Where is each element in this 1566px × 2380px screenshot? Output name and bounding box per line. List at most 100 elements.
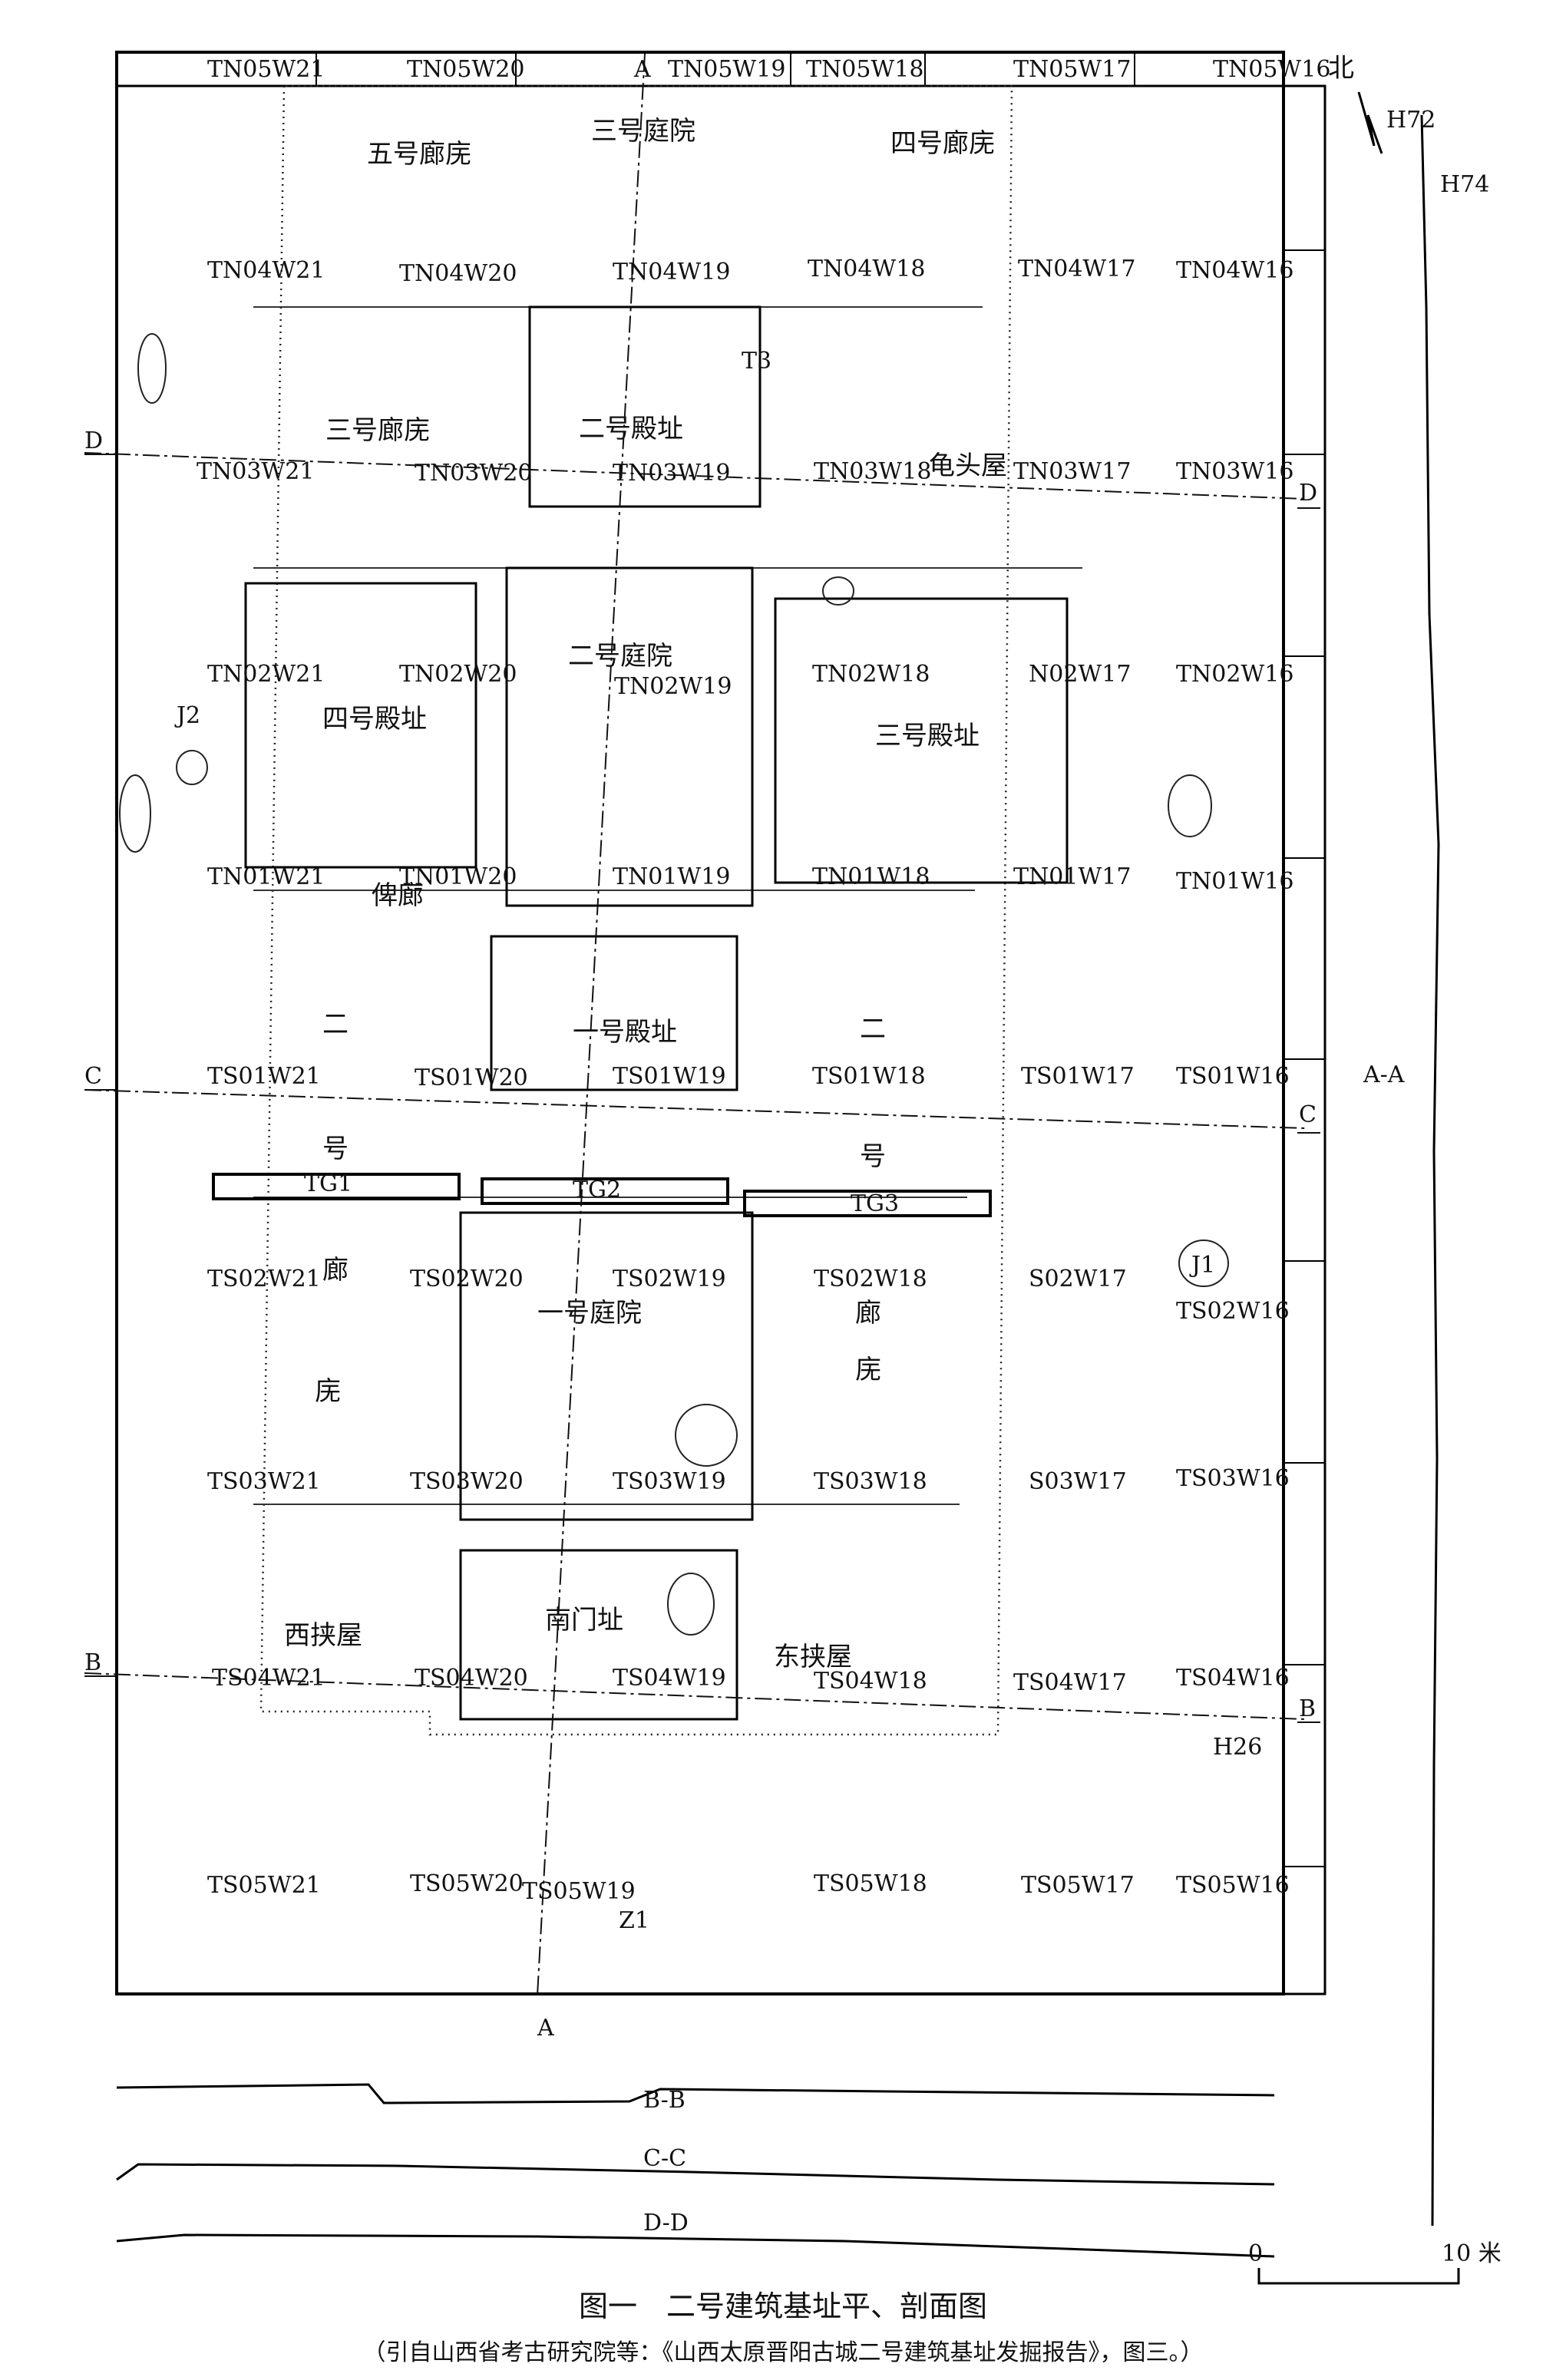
grid-label: TS01W17	[1021, 1063, 1135, 1090]
grid-label: TN02W21	[207, 661, 325, 688]
grid-label: TS04W19	[613, 1665, 726, 1692]
grid-label: TN03W16	[1176, 458, 1293, 485]
section-b-right: B	[1299, 1695, 1316, 1722]
hall-2-outline	[528, 305, 762, 508]
grid-label: TS05W18	[814, 1870, 927, 1897]
grid-label: TN04W17	[1018, 256, 1135, 282]
grid-label: N02W17	[1029, 661, 1131, 688]
grid-label: TS02W19	[613, 1266, 726, 1292]
zone-label: 号	[860, 1141, 886, 1172]
grid-label: TS03W19	[613, 1468, 726, 1495]
zone-label: 廊	[855, 1298, 881, 1329]
figure-title: 图一 二号建筑基址平、剖面图	[578, 2289, 987, 2323]
grid-label: TN01W17	[1013, 863, 1131, 890]
map-frame	[115, 51, 1285, 1995]
grid-label: TS03W20	[410, 1468, 524, 1495]
grid-label: TN01W18	[812, 863, 930, 890]
trench-tg1	[212, 1173, 461, 1200]
grid-label: TS03W21	[207, 1468, 321, 1495]
grid-label: TS05W20	[410, 1870, 524, 1897]
profile-cc-line	[116, 2163, 1275, 2186]
grid-label: TN05W16	[1213, 56, 1330, 83]
scale-zero: 0	[1248, 2240, 1263, 2267]
grid-label: TS05W17	[1021, 1872, 1135, 1899]
grid-label: TS03W18	[814, 1468, 927, 1495]
zone-label: 二号殿址	[579, 414, 683, 444]
grid-label: TN04W19	[613, 259, 730, 286]
grid-label: TN05W18	[806, 56, 923, 83]
grid-label: TS04W20	[415, 1665, 528, 1692]
pit-label: H26	[1213, 1734, 1262, 1761]
grid-label: TN05W17	[1013, 56, 1131, 83]
grid-label: TN05W19	[668, 56, 785, 83]
grid-label: TN02W16	[1176, 661, 1293, 688]
grid-label: TN02W19	[614, 673, 732, 700]
trench-label: TG3	[851, 1190, 899, 1217]
north-arrow-icon	[1357, 91, 1383, 154]
zone-label: 三号殿址	[875, 721, 980, 751]
section-b-left: B	[84, 1649, 101, 1676]
pit-label: H74	[1440, 171, 1489, 198]
zone-label: 庑	[855, 1355, 881, 1385]
south-gate-outline	[459, 1549, 738, 1721]
zone-label: 东挟屋	[774, 1642, 852, 1672]
grid-label: TN03W19	[613, 460, 730, 487]
grid-row-labels: TN04W21 TN04W20 TN04W19 TN04W18 TN04W17 …	[197, 256, 1293, 1905]
right-strip	[1282, 84, 1326, 1995]
hall-1-outline	[490, 935, 738, 1091]
grid-label: TS01W21	[207, 1063, 321, 1090]
zone-label: 庑	[315, 1376, 341, 1407]
section-d-right: D	[1299, 480, 1317, 507]
trench-tg3	[743, 1190, 992, 1217]
zone-label: 俾廊	[372, 880, 424, 911]
grid-label: S03W17	[1029, 1468, 1127, 1495]
grid-label: TS02W20	[410, 1266, 524, 1292]
section-markers-ticks	[84, 454, 1320, 1723]
zone-label: 二号庭院	[568, 641, 672, 672]
grid-label: TS01W19	[613, 1063, 726, 1090]
section-c-right: C	[1299, 1101, 1317, 1128]
site-boundary	[259, 84, 1013, 1736]
grid-label: TS04W17	[1013, 1669, 1127, 1696]
feature-label: T3	[742, 348, 771, 375]
grid-label: TS03W16	[1176, 1465, 1290, 1492]
grid-label: TN01W19	[613, 863, 730, 890]
grid-label: TN04W21	[207, 257, 325, 284]
courtyard-2-outline	[505, 566, 754, 907]
section-aa-label: A-A	[1363, 1061, 1405, 1088]
scale-bar	[1257, 2268, 1460, 2285]
feature-label: Z1	[619, 1907, 649, 1934]
section-lines	[84, 53, 1306, 1996]
grid-label: TS02W16	[1176, 1298, 1290, 1325]
grid-label: TN04W16	[1176, 257, 1293, 284]
header-dividers	[316, 52, 1135, 86]
section-a-top: A	[633, 56, 651, 83]
grid-label: TS01W16	[1176, 1063, 1290, 1090]
grid-label: TS05W19	[522, 1878, 636, 1905]
grid-label: TN02W20	[399, 661, 517, 688]
zone-label: 廊	[322, 1255, 349, 1286]
section-d-left: D	[84, 427, 103, 454]
profile-dd-line	[116, 2233, 1275, 2258]
grid-label: TN01W21	[207, 863, 325, 890]
grid-label: TS05W21	[207, 1872, 321, 1899]
zone-label: 二	[860, 1014, 886, 1045]
section-marker-labels: A A D D C C B B A-A B-B C-C D-D 0 10 米	[84, 56, 1502, 2267]
grid-label: TN04W18	[808, 256, 925, 282]
well-label: J1	[1189, 1252, 1215, 1279]
courtyard-1-outline	[459, 1211, 754, 1521]
grid-label: TS02W21	[207, 1266, 321, 1292]
section-c-left: C	[84, 1063, 102, 1090]
trench-tg2	[481, 1177, 729, 1205]
grid-label: S02W17	[1029, 1266, 1127, 1292]
zone-labels: 五号廊庑 三号庭院 四号廊庑 三号廊庑 二号殿址 龟头屋 二号庭院 四号殿址 三…	[284, 116, 1007, 1672]
zone-label: 一号庭院	[537, 1298, 642, 1329]
grid-label: TN03W17	[1013, 458, 1131, 485]
section-cc-label: C-C	[643, 2145, 686, 2172]
zone-label: 西挟屋	[284, 1620, 362, 1651]
section-dd-label: D-D	[643, 2210, 689, 2236]
grid-label: TS01W18	[812, 1063, 926, 1090]
zone-label: 三号庭院	[591, 116, 695, 147]
north-label: 北	[1328, 53, 1354, 84]
